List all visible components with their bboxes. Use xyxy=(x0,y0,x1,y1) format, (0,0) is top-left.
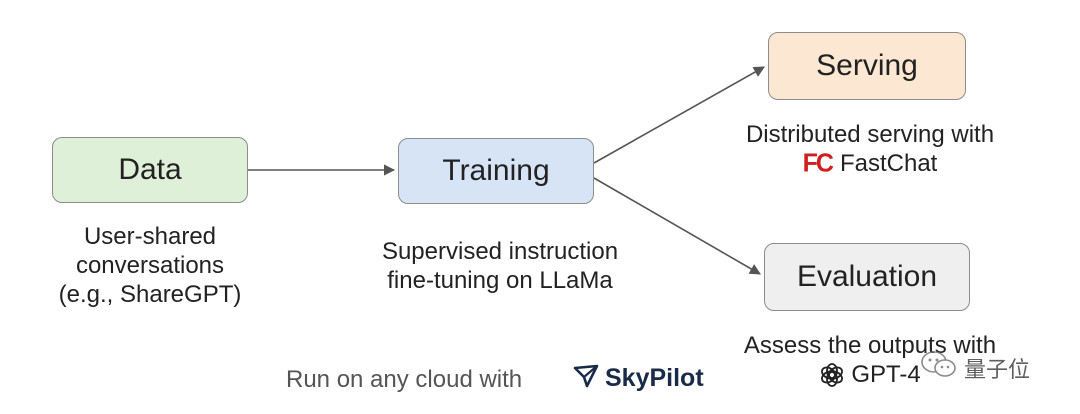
caption-line: (e.g., ShareGPT) xyxy=(58,281,242,308)
node-serving: Serving xyxy=(768,32,966,100)
node-training-label: Training xyxy=(442,154,550,187)
node-serving-label: Serving xyxy=(816,49,918,82)
openai-icon xyxy=(819,362,845,395)
gpt4-label: GPT-4 xyxy=(851,361,921,388)
node-training: Training xyxy=(398,138,594,204)
caption-line: Assess the outputs with xyxy=(743,332,997,359)
caption-line: fine-tuning on LLaMa xyxy=(387,267,613,294)
skypilot-logo: SkyPilot xyxy=(573,364,704,393)
caption-evaluation: Assess the outputs with GPT-4 xyxy=(690,331,1050,395)
caption-line: Distributed serving with xyxy=(745,121,995,148)
wechat-icon xyxy=(920,350,958,385)
skypilot-label: SkyPilot xyxy=(605,364,704,392)
node-data: Data xyxy=(52,137,248,203)
fastchat-label: FastChat xyxy=(839,150,938,177)
caption-training: Supervised instruction fine-tuning on LL… xyxy=(340,237,660,295)
fastchat-logo: FC xyxy=(802,148,834,178)
caption-line: Supervised instruction xyxy=(381,238,619,265)
caption-data: User-shared conversations (e.g., ShareGP… xyxy=(20,222,280,309)
footer-run-text: Run on any cloud with xyxy=(286,366,523,393)
caption-line-gpt4: GPT-4 xyxy=(690,360,1050,395)
caption-line: conversations xyxy=(75,252,225,279)
watermark-text: 量子位 xyxy=(964,356,1031,382)
caption-line: User-shared xyxy=(83,223,217,250)
watermark: 量子位 xyxy=(920,350,1030,385)
arrow-training-to-evaluation xyxy=(593,177,761,275)
node-evaluation: Evaluation xyxy=(764,243,970,311)
skypilot-plane-icon xyxy=(573,364,599,393)
arrow-training-to-serving xyxy=(593,66,765,164)
node-data-label: Data xyxy=(118,153,182,186)
node-evaluation-label: Evaluation xyxy=(796,260,938,293)
